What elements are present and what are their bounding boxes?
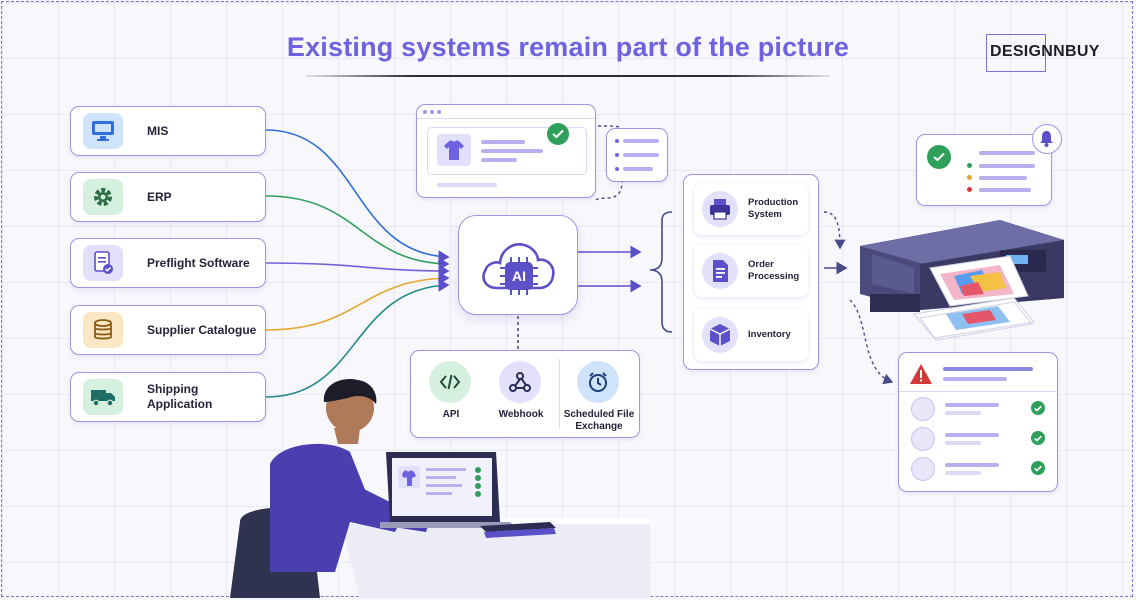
person-at-laptop-illustration <box>230 378 650 598</box>
check-icon <box>927 145 951 169</box>
source-supplier-catalogue: Supplier Catalogue <box>70 305 266 355</box>
process-production-system: Production System <box>694 183 808 235</box>
monitor-icon <box>83 113 123 149</box>
title-underline <box>306 75 830 77</box>
line-supplier-to-ai <box>265 271 450 331</box>
logo-text: DESIGNNBUY <box>990 43 1100 60</box>
printer-icon <box>702 191 738 227</box>
ai-hub-label: AI <box>512 268 526 284</box>
integration-methods: API Webhook Scheduled File Exchange <box>410 350 640 438</box>
check-icon <box>547 123 569 145</box>
process-label: Inventory <box>748 329 791 340</box>
status-window <box>916 134 1052 206</box>
integration-webhook: Webhook <box>483 351 559 437</box>
document-check-icon <box>83 245 123 281</box>
list-window <box>606 128 668 182</box>
code-icon <box>429 361 471 403</box>
source-label: ERP <box>147 189 172 204</box>
brand-logo: DESIGNNBUY <box>986 34 1106 72</box>
process-inventory: Inventory <box>694 309 808 361</box>
integration-api: API <box>413 351 489 437</box>
gear-icon <box>83 179 123 215</box>
line-printer-to-alerts <box>849 299 894 385</box>
line-erp-to-ai <box>265 195 450 271</box>
avatar <box>911 457 935 481</box>
document-icon <box>702 253 738 289</box>
product-preview-window <box>416 104 596 198</box>
bell-icon <box>1032 124 1062 154</box>
line-shipping-to-ai <box>265 279 450 398</box>
source-label: MIS <box>147 123 169 138</box>
logo-frame <box>986 34 1046 72</box>
source-label: Supplier Catalogue <box>147 322 257 337</box>
warning-icon <box>909 363 933 385</box>
integration-label: API <box>442 409 460 420</box>
line-preflight-to-ai <box>265 262 450 278</box>
page-title: Existing systems remain part of the pict… <box>286 32 850 62</box>
source-mis: MIS <box>70 106 266 156</box>
source-erp: ERP <box>70 172 266 222</box>
line-preview-to-ai <box>595 181 623 201</box>
alerts-window <box>898 352 1058 492</box>
check-icon <box>1031 431 1045 445</box>
integration-label: Scheduled File Exchange <box>563 409 635 432</box>
avatar <box>911 397 935 421</box>
line-mis-to-ai <box>265 129 450 263</box>
tshirt-icon <box>437 134 471 166</box>
source-preflight: Preflight Software <box>70 238 266 288</box>
bracket-to-processes <box>649 211 673 333</box>
box-icon <box>702 317 738 353</box>
integration-scheduled-file-exchange: Scheduled File Exchange <box>561 351 637 437</box>
process-systems: Production System Order Processing Inven… <box>683 174 819 370</box>
avatar <box>911 427 935 451</box>
source-label: Shipping Application <box>147 382 213 411</box>
process-order-processing: Order Processing <box>694 245 808 297</box>
integration-label: Webhook <box>498 409 544 420</box>
check-icon <box>1031 461 1045 475</box>
ai-cloud-icon <box>482 243 555 295</box>
source-shipping: Shipping Application <box>70 372 266 422</box>
clock-icon <box>577 361 619 403</box>
check-icon <box>1031 401 1045 415</box>
ai-hub: AI <box>458 215 578 315</box>
process-label: Order Processing <box>748 259 800 282</box>
line-process-to-printer-dashed <box>823 211 846 250</box>
truck-icon <box>83 379 123 415</box>
process-label: Production System <box>748 197 799 220</box>
source-label: Preflight Software <box>147 255 250 270</box>
database-icon <box>83 312 123 348</box>
printer-illustration <box>860 220 1064 341</box>
webhook-icon <box>499 361 541 403</box>
